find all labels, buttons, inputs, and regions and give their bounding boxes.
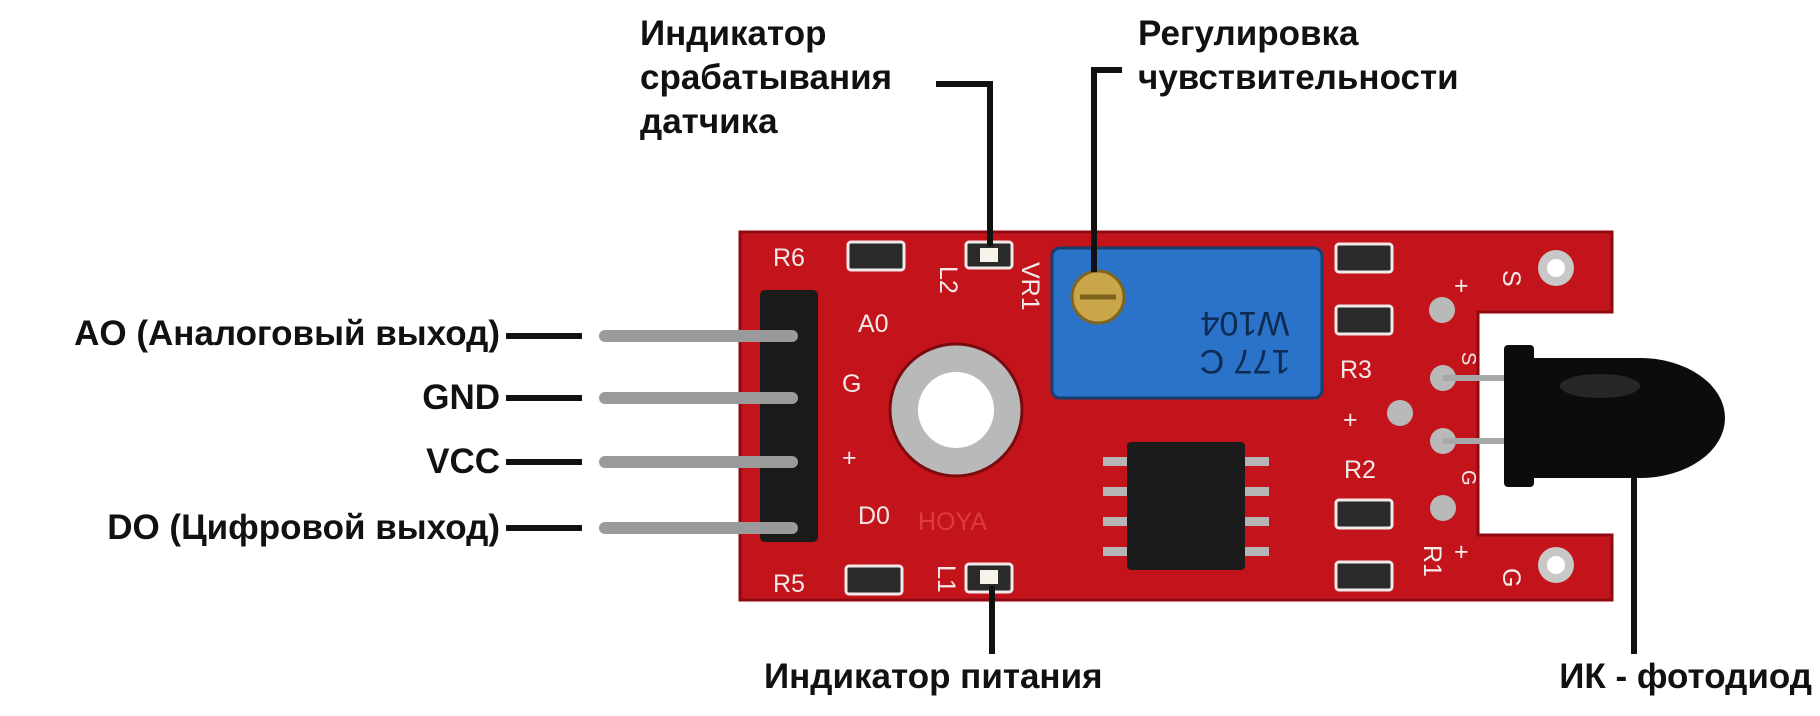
leader-trigger-led xyxy=(936,81,993,246)
silk-r6: R6 xyxy=(773,244,805,272)
silk-hoya: HOYA xyxy=(918,508,987,536)
silk-vr1: VR1 xyxy=(1016,262,1044,311)
silk-a0: A0 xyxy=(858,310,889,338)
label-trigger-led-line2: срабатывания xyxy=(640,58,893,97)
silk-g-left: G xyxy=(842,370,861,398)
silk-l2: L2 xyxy=(934,266,962,294)
ir-photodiode xyxy=(1504,345,1725,487)
silk-r1: R1 xyxy=(1418,545,1446,577)
comparator-chip xyxy=(1103,442,1269,570)
label-trigger-led: Индикатор срабатывания датчика xyxy=(640,12,892,144)
silk-r3: R3 xyxy=(1340,356,1372,384)
label-do: DO (Цифровой выход) xyxy=(107,508,500,547)
smd-components xyxy=(844,240,1394,596)
trimmer-potentiometer xyxy=(1050,246,1324,400)
trimmer-marking-2: 177 C xyxy=(1200,342,1291,380)
trigger-led xyxy=(980,248,998,262)
label-sensitivity: Регулировка чувствительности xyxy=(1138,12,1459,100)
silk-g-right: G xyxy=(1497,568,1525,587)
silk-plus-left: + xyxy=(842,444,857,472)
silk-s-pad: S xyxy=(1457,352,1479,365)
label-ir-photodiode: ИК - фотодиод xyxy=(1559,657,1812,696)
label-sensitivity-line1: Регулировка xyxy=(1138,14,1359,53)
label-gnd: GND xyxy=(422,378,500,417)
silk-d0: D0 xyxy=(858,502,890,530)
power-led xyxy=(980,570,998,584)
label-sensitivity-line2: чувствительности xyxy=(1138,58,1459,97)
leader-lines xyxy=(506,67,1637,654)
mounting-hole xyxy=(888,342,1024,478)
header-pins xyxy=(599,330,798,534)
label-trigger-led-line1: Индикатор xyxy=(640,14,827,53)
label-trigger-led-line3: датчика xyxy=(640,102,778,141)
silk-g-pad: G xyxy=(1457,470,1479,486)
leader-sensitivity xyxy=(1091,67,1122,272)
screw-hole-top xyxy=(1538,250,1574,286)
silkscreen: R6 L2 VR1 A0 G + D0 HOYA R5 L1 R3 + R2 R… xyxy=(773,244,1525,598)
label-vcc: VCC xyxy=(426,442,500,481)
silk-plus-right-bottom: + xyxy=(1454,538,1469,566)
silk-l1: L1 xyxy=(932,565,960,593)
label-power-led: Индикатор питания xyxy=(764,657,1103,696)
silk-plus-mid: + xyxy=(1343,406,1358,434)
trimmer-marking-1: W104 xyxy=(1201,304,1290,342)
silk-plus-right-top: + xyxy=(1454,272,1469,300)
pcb-board xyxy=(738,230,1614,602)
pin-header xyxy=(760,290,818,542)
silk-r5: R5 xyxy=(773,570,805,598)
silk-r2: R2 xyxy=(1344,456,1376,484)
label-ao: AO (Аналоговый выход) xyxy=(74,314,500,353)
silk-s-right: S xyxy=(1497,270,1525,287)
photodiode-leads xyxy=(1443,375,1510,444)
screw-hole-bottom xyxy=(1538,547,1574,583)
